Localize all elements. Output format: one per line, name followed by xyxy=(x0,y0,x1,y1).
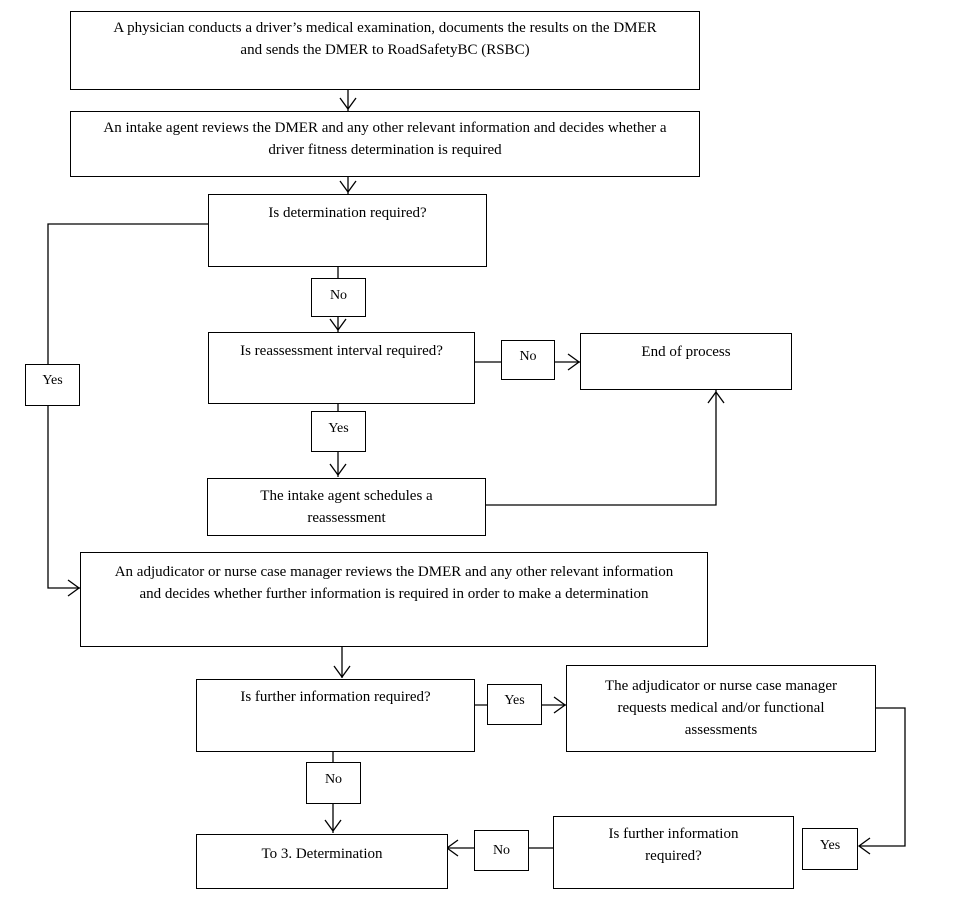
edge-request-to-further2 xyxy=(859,707,906,847)
arrowhead xyxy=(339,97,357,111)
box-request-assessments: The adjudicator or nurse case manager re… xyxy=(566,665,876,752)
decision-further-info-required-text: Is further information required? xyxy=(240,689,431,705)
arrowhead xyxy=(857,837,871,855)
edge-label-yes-further-info-2: Yes xyxy=(802,828,858,870)
box-intake-review-text: An intake agent reviews the DMER and any… xyxy=(103,120,667,158)
edge-label-yes-determination: Yes xyxy=(25,364,80,406)
box-end-of-process-text: End of process xyxy=(641,344,731,360)
arrowhead xyxy=(553,696,567,714)
box-schedule-reassessment: The intake agent schedules a reassessmen… xyxy=(207,478,486,536)
edge-determination-yes xyxy=(47,223,208,589)
edge-label-yes-further-info: Yes xyxy=(487,684,542,725)
arrowhead xyxy=(329,463,347,477)
box-to-determination-text: To 3. Determination xyxy=(261,846,383,862)
decision-determination-required-text: Is determination required? xyxy=(268,205,427,221)
edge-label-yes-reassessment: Yes xyxy=(311,411,366,452)
edge-label-no-further-info-2: No xyxy=(474,830,529,871)
box-end-of-process: End of process xyxy=(580,333,792,390)
edge-schedule-to-end xyxy=(485,390,717,506)
edge-label-no-further-info: No xyxy=(306,762,361,804)
box-schedule-reassessment-text: The intake agent schedules a reassessmen… xyxy=(260,488,433,526)
decision-further-info-required-2: Is further information required? xyxy=(553,816,794,889)
decision-further-info-required: Is further information required? xyxy=(196,679,475,752)
box-adjudicator-review: An adjudicator or nurse case manager rev… xyxy=(80,552,708,647)
decision-reassessment-required-text: Is reassessment interval required? xyxy=(240,343,443,359)
box-intake-review: An intake agent reviews the DMER and any… xyxy=(70,111,700,177)
edge-label-no-determination: No xyxy=(311,278,366,317)
arrowhead xyxy=(567,353,581,371)
arrowhead xyxy=(329,318,347,332)
arrowhead xyxy=(324,819,342,833)
box-request-assessments-text: The adjudicator or nurse case manager re… xyxy=(605,678,837,738)
decision-reassessment-required: Is reassessment interval required? xyxy=(208,332,475,404)
arrowhead xyxy=(707,390,725,404)
box-medical-exam: A physician conducts a driver’s medical … xyxy=(70,11,700,90)
box-to-determination: To 3. Determination xyxy=(196,834,448,889)
arrowhead xyxy=(67,579,81,597)
decision-determination-required: Is determination required? xyxy=(208,194,487,267)
arrowhead xyxy=(333,665,351,679)
edge-label-no-reassessment: No xyxy=(501,340,555,380)
box-adjudicator-review-text: An adjudicator or nurse case manager rev… xyxy=(114,564,674,602)
box-medical-exam-text: A physician conducts a driver’s medical … xyxy=(113,20,657,58)
arrowhead xyxy=(339,180,357,194)
decision-further-info-required-2-text: Is further information required? xyxy=(608,826,739,864)
